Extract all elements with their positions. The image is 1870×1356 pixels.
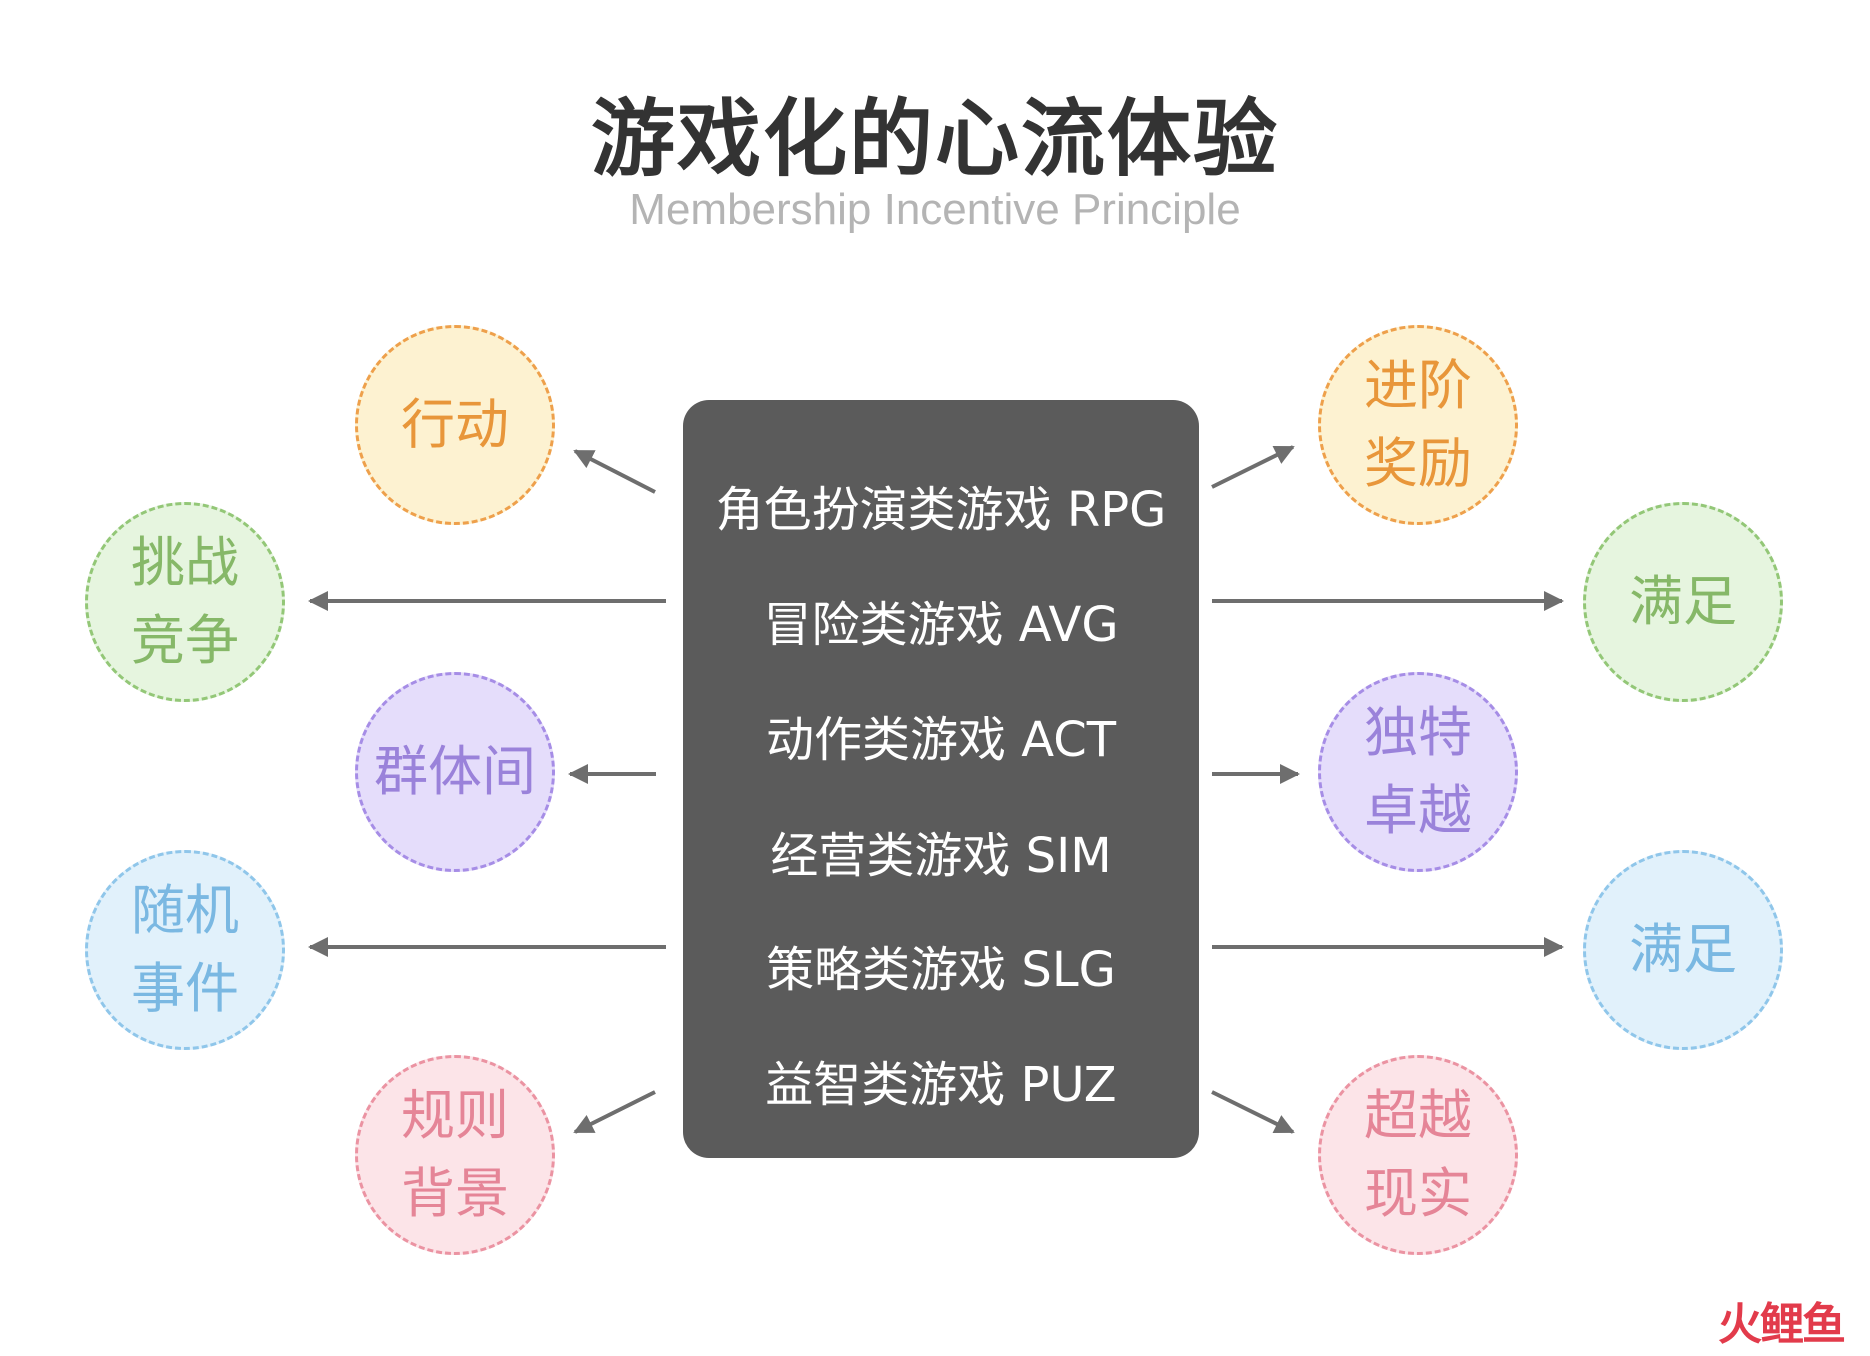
node-challenge: 挑战 竞争 [85,502,285,702]
node-group: 群体间 [355,672,555,872]
diagram-title: 游戏化的心流体验 [590,90,1279,188]
node-challenge-label-2: 竞争 [131,609,239,672]
node-action-label: 行动 [401,393,509,456]
node-satisfy-1-label: 满足 [1629,570,1737,633]
game-genre-box: 角色扮演类游戏 RPG 冒险类游戏 AVG 动作类游戏 ACT 经营类游戏 SI… [683,400,1199,1158]
genre-rpg: 角色扮演类游戏 RPG [715,482,1167,538]
genre-avg: 冒险类游戏 AVG [763,597,1119,653]
node-satisfy-2: 满足 [1583,850,1783,1050]
node-action: 行动 [355,325,555,525]
node-random-label-2: 事件 [131,957,239,1020]
watermark-logo: 火鲤鱼 [1718,1299,1846,1350]
node-unique-label-2: 卓越 [1364,779,1472,842]
genre-puz: 益智类游戏 PUZ [765,1057,1117,1113]
node-reward: 进阶 奖励 [1318,325,1518,525]
node-group-label: 群体间 [374,740,536,803]
node-unique: 独特 卓越 [1318,672,1518,872]
node-beyond-label-2: 现实 [1364,1162,1472,1225]
node-reward-label-1: 进阶 [1364,354,1472,417]
node-rules-label-1: 规则 [401,1084,509,1147]
arrow-to-rules [573,1090,656,1134]
genre-sim: 经营类游戏 SIM [770,828,1112,884]
node-challenge-label-1: 挑战 [131,531,239,594]
arrow-to-reward [1211,445,1295,489]
node-reward-label-2: 奖励 [1364,432,1472,495]
arrow-to-beyond [1211,1090,1295,1134]
node-beyond: 超越 现实 [1318,1055,1518,1255]
node-beyond-label-1: 超越 [1364,1084,1472,1147]
node-unique-label-1: 独特 [1364,701,1472,764]
genre-act: 动作类游戏 ACT [765,712,1117,768]
node-rules: 规则 背景 [355,1055,555,1255]
node-satisfy-1: 满足 [1583,502,1783,702]
node-random: 随机 事件 [85,850,285,1050]
node-satisfy-2-label: 满足 [1629,918,1737,981]
arrow-to-action [573,449,656,494]
node-rules-label-2: 背景 [401,1162,509,1225]
genre-slg: 策略类游戏 SLG [766,942,1116,998]
diagram-subtitle: Membership Incentive Principle [629,185,1241,234]
node-random-label-1: 随机 [131,879,239,942]
